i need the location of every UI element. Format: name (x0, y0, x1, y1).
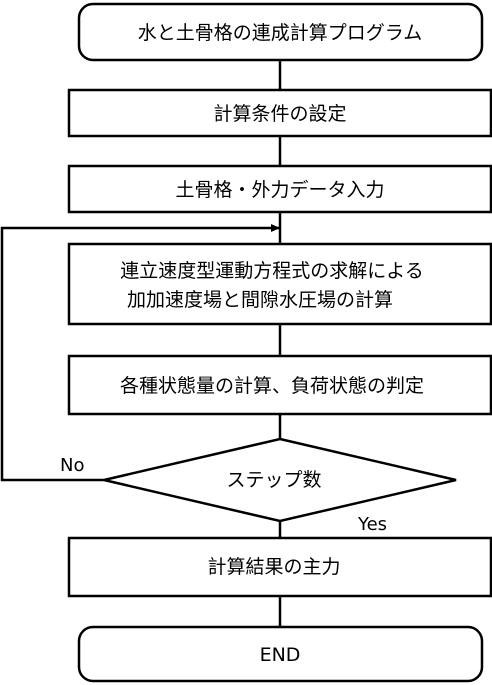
solve-box (67, 242, 492, 326)
decision-diamond (103, 437, 457, 523)
start-terminal (77, 2, 484, 62)
settings-box (67, 88, 492, 138)
decision-label: ステップ数 (226, 469, 321, 491)
end-terminal (77, 625, 484, 683)
end-label: END (260, 644, 301, 666)
solve-label-line2: 加加速度場と間隙水圧場の計算 (127, 289, 393, 311)
input-box (67, 164, 492, 214)
no-label: No (60, 455, 84, 476)
output-box (67, 536, 492, 598)
start-label: 水と土骨格の連成計算プログラム (138, 22, 422, 44)
connectors (0, 60, 282, 627)
yes-label: Yes (357, 514, 387, 535)
state-box (67, 354, 492, 416)
loop-back-arrow (0, 224, 280, 482)
solve-label-line1: 連立速度型運動方程式の求解による (120, 260, 423, 282)
state-label: 各種状態量の計算、負荷状態の判定 (120, 375, 424, 397)
input-label: 土骨格・外力データ入力 (175, 179, 384, 201)
output-label: 計算結果の主力 (207, 556, 340, 578)
settings-label: 計算条件の設定 (213, 103, 346, 125)
